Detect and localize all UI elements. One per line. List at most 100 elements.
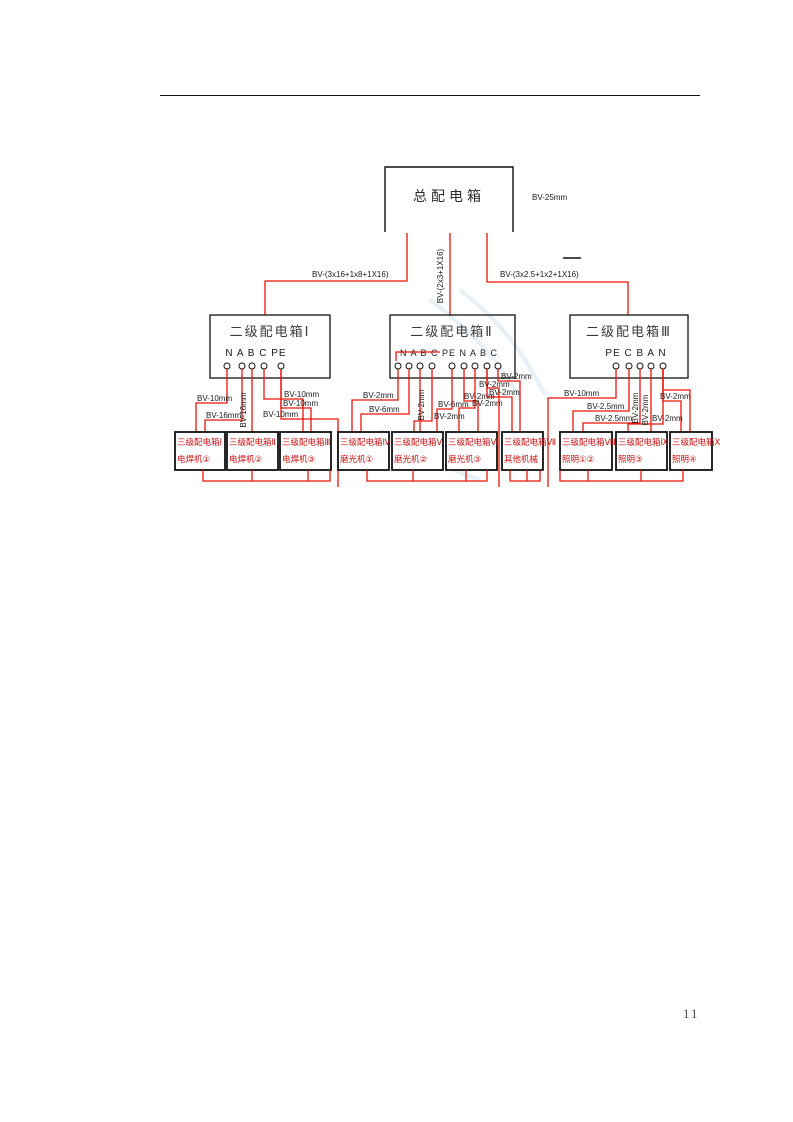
- wire-label: BV-10mm: [263, 410, 298, 419]
- wire-label: BV-2mm: [363, 391, 394, 400]
- level3-box-load: 照明③: [618, 454, 643, 464]
- level3-box-5: 三级配电箱Ⅴ 磨光机②: [391, 431, 444, 471]
- branch-wire: [627, 369, 664, 432]
- group2-branch-wires: BV-2mm BV-6mm BV-6mm BV-2mm BV-2mm BV-2m…: [351, 369, 532, 487]
- branch-wire: [458, 369, 476, 432]
- terminal-dot: [428, 362, 436, 370]
- pe-brackets: [202, 470, 684, 482]
- wire-label: BV-2mm: [434, 412, 465, 421]
- feeder-wires: BV-(3x16+1x8+1X16) BV-(2x3+1X16) BV-(3x2…: [264, 233, 629, 315]
- pe-bracket: [509, 470, 541, 482]
- level3-box-load: 电焊机①: [177, 454, 210, 464]
- wire-label-vertical: BV-2mm: [417, 389, 426, 420]
- branch-wire: [497, 369, 521, 432]
- wire-label: BV-2mm: [652, 414, 683, 423]
- level3-box-outline: [174, 431, 226, 471]
- level3-box-outline: [391, 431, 444, 471]
- wire-label-vertical: BV-2mm: [641, 394, 650, 425]
- level3-box-load: 电焊机③: [282, 454, 315, 464]
- branch-wire: [463, 369, 479, 432]
- wire-label: BV-2mm: [479, 380, 510, 389]
- terminal-dot: [460, 362, 468, 370]
- main-box-title: 总配电箱: [413, 188, 485, 204]
- level2-box-2-terminals: N A B C PE N A B C: [400, 348, 498, 358]
- group3-branch-wires: BV-10mm BV-2.5mm BV-2.5mm BV-2mm BV-2mm …: [547, 369, 691, 487]
- wire-label: BV-2mm: [464, 392, 495, 401]
- wire-label: BV-10mm: [284, 390, 319, 399]
- level3-box-title: 三级配电箱Ⅶ: [504, 437, 556, 447]
- level3-box-load: 照明④: [672, 454, 697, 464]
- main-feed-label: BV-25mm: [532, 193, 567, 202]
- feeder-left-wire: [264, 233, 408, 315]
- watermark-stroke: [428, 298, 522, 401]
- wire-label: BV-10mm: [197, 394, 232, 403]
- branch-wire: [572, 369, 630, 432]
- terminal-dot: [612, 362, 620, 370]
- wire-label-vertical: BV-2mm: [631, 392, 640, 423]
- level3-box-load: 其他机械: [504, 454, 539, 464]
- branch-wire: [195, 369, 228, 432]
- level3-box-9: 三级配电箱Ⅸ 照明③: [615, 431, 669, 471]
- jumper-wire: [395, 351, 440, 361]
- level3-box-outline: [337, 431, 390, 471]
- level3-box-title: 三级配电箱Ⅵ: [448, 437, 498, 447]
- level3-box-4: 三级配电箱Ⅳ 磨光机①: [337, 431, 391, 471]
- level3-box-title: 三级配电箱Ⅸ: [618, 437, 669, 447]
- terminal-dot: [471, 362, 479, 370]
- level3-box-2: 三级配电箱Ⅱ 电焊机②: [226, 431, 279, 471]
- branch-wire: [582, 369, 641, 432]
- branch-wire: [351, 369, 399, 432]
- level3-box-title: 三级配电箱Ⅴ: [394, 437, 443, 447]
- wire-label: BV-2mm: [472, 399, 503, 408]
- terminal-dot: [448, 362, 456, 370]
- level3-box-load: 电焊机②: [229, 454, 262, 464]
- branch-wire: [662, 369, 691, 432]
- wire-label: BV-6mm: [438, 400, 469, 409]
- level3-box-10: 三级配电箱Ⅹ 照明④: [669, 431, 721, 471]
- level2-box-3-title: 二级配电箱Ⅲ: [586, 324, 672, 339]
- level3-box-title: 三级配电箱Ⅹ: [672, 437, 721, 447]
- terminal-dot: [416, 362, 424, 370]
- level3-box-outline: [279, 431, 332, 471]
- terminal-dot: [659, 362, 667, 370]
- wire-label: BV-2mm: [489, 388, 520, 397]
- level3-box-outline: [559, 431, 613, 471]
- branch-wire: [204, 369, 243, 432]
- level3-boxes: 三级配电箱Ⅰ 电焊机① 三级配电箱Ⅱ 电焊机② 三级配电箱Ⅲ 电焊机③ 三级配电…: [174, 431, 721, 471]
- level3-box-load: 磨光机②: [394, 454, 427, 464]
- pe-wire: [486, 369, 500, 487]
- watermark-stroke: [458, 288, 547, 396]
- level3-box-outline: [501, 431, 544, 471]
- level2-box-1-outline: [209, 314, 331, 379]
- level3-box-1: 三级配电箱Ⅰ 电焊机①: [174, 431, 226, 471]
- main-box-outline: [384, 166, 514, 232]
- feeder-right-wire: [486, 233, 629, 315]
- terminal-dot: [277, 362, 285, 370]
- wire-label-vertical: BV-16mm: [239, 392, 248, 427]
- level3-box-title: 三级配电箱Ⅰ: [177, 437, 222, 447]
- level3-box-title: 三级配电箱Ⅱ: [229, 437, 276, 447]
- level2-box-1-terminals: N A B C PE: [225, 348, 286, 359]
- level3-box-6: 三级配电箱Ⅵ 磨光机③: [445, 431, 498, 471]
- wire-label: BV-2.5mm: [587, 402, 625, 411]
- terminal-dot: [248, 362, 256, 370]
- branch-wire: [436, 369, 453, 432]
- level3-box-title: 三级配电箱Ⅷ: [562, 437, 616, 447]
- terminal-dot: [238, 362, 246, 370]
- level3-box-outline: [226, 431, 279, 471]
- level3-box-outline: [669, 431, 713, 471]
- level3-box-title: 三级配电箱Ⅲ: [282, 437, 331, 447]
- level2-box-2-title: 二级配电箱Ⅱ: [410, 324, 493, 339]
- electrical-distribution-diagram: 总配电箱 BV-25mm BV-(3x16+1x8+1X16) BV-(2x3+…: [174, 166, 721, 487]
- branch-wire: [413, 369, 433, 432]
- page-number: 11: [683, 1006, 700, 1021]
- pe-bracket: [202, 470, 331, 482]
- terminal-dot: [494, 362, 502, 370]
- wire-label: BV-2mm: [660, 392, 691, 401]
- level3-box-load: 磨光机①: [340, 454, 373, 464]
- terminal-dot: [636, 362, 644, 370]
- terminal-dot: [625, 362, 633, 370]
- level2-box-1-title: 二级配电箱Ⅰ: [230, 324, 311, 339]
- terminal-dot: [223, 362, 231, 370]
